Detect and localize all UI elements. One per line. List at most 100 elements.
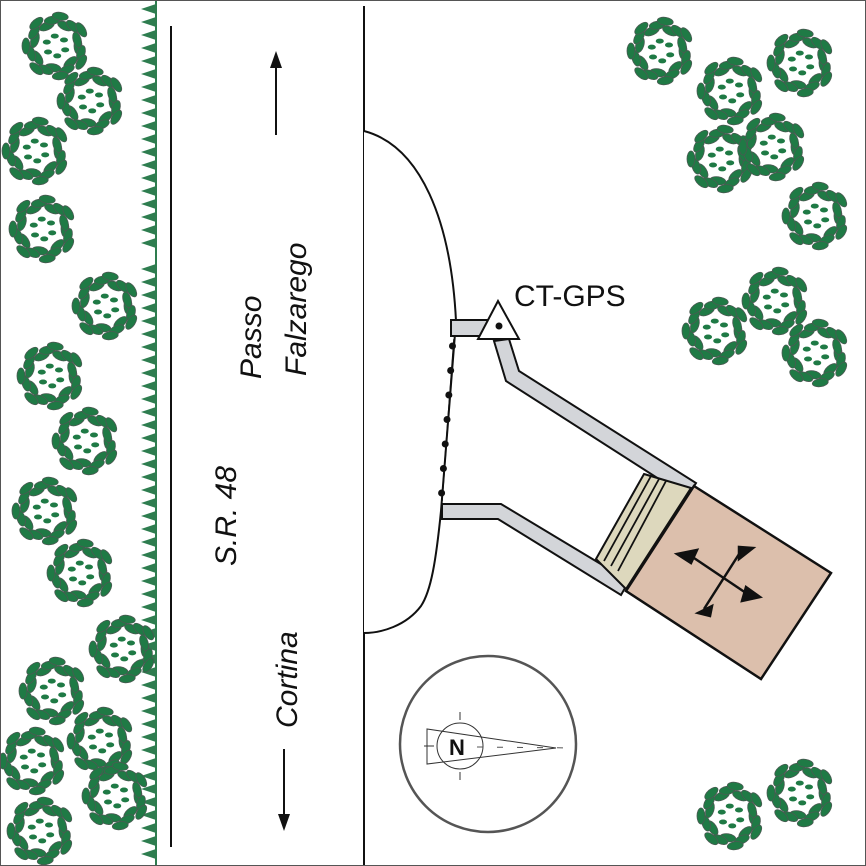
- label-road-name: S.R. 48: [210, 466, 243, 566]
- grass-tuft: [141, 667, 156, 677]
- tree-icon: [781, 181, 848, 251]
- grass-tuft: [141, 329, 156, 339]
- grass-tuft: [141, 784, 156, 794]
- tree-icon: [781, 318, 848, 388]
- tree-icon: [738, 112, 805, 182]
- tree-icon: [741, 266, 808, 336]
- tree-icon: [56, 66, 123, 136]
- tree-icon: [766, 28, 833, 98]
- grass-tuft: [141, 160, 156, 170]
- grass-tuft: [141, 849, 156, 859]
- grass-tuft: [141, 264, 156, 274]
- grass-tuft: [141, 563, 156, 573]
- tree-icon: [626, 16, 693, 86]
- grass-tuft: [141, 212, 156, 222]
- grass-tuft: [141, 303, 156, 313]
- grass-tuft: [141, 771, 156, 781]
- grass-tuft: [141, 108, 156, 118]
- grass-tuft: [141, 121, 156, 131]
- grass-tuft: [141, 355, 156, 365]
- grass-tuft: [141, 485, 156, 495]
- grass-tuft: [141, 277, 156, 287]
- grass-tuft: [141, 316, 156, 326]
- grass-tuft: [141, 446, 156, 456]
- grass-tuft: [141, 147, 156, 157]
- grass-tuft: [141, 706, 156, 716]
- gps-station-marker: [476, 298, 521, 340]
- grass-tuft: [141, 511, 156, 521]
- grass-tuft: [141, 745, 156, 755]
- tree-icon: [766, 758, 833, 828]
- grass-tuft: [141, 56, 156, 66]
- grass-tuft: [141, 459, 156, 469]
- grass-tuft: [141, 225, 156, 235]
- grass-tuft: [141, 498, 156, 508]
- church-cross-icon: [673, 545, 764, 618]
- arrow-up-icon: [270, 51, 282, 135]
- gps-station-label: CT-GPS: [514, 280, 626, 313]
- parking-area: [363, 130, 458, 634]
- compass: N: [398, 654, 578, 834]
- grass-tuft: [141, 30, 156, 40]
- arrow-down-icon: [278, 749, 290, 831]
- grass-tuft: [141, 420, 156, 430]
- grass-tuft: [141, 550, 156, 560]
- tree-icon: [686, 124, 753, 194]
- label-cortina: Cortina: [271, 631, 304, 728]
- grass-tuft: [141, 472, 156, 482]
- grass-verge: [141, 1, 157, 865]
- grass-tuft: [141, 602, 156, 612]
- grass-tuft: [141, 394, 156, 404]
- trees: [1, 11, 848, 865]
- grass-tuft: [141, 95, 156, 105]
- entrance-steps: [603, 475, 667, 572]
- grass-tuft: [141, 433, 156, 443]
- grass-tuft: [141, 836, 156, 846]
- grass-tuft: [141, 381, 156, 391]
- tree-icon: [81, 761, 148, 831]
- tree-icon: [696, 781, 763, 851]
- grass-tuft: [141, 680, 156, 690]
- grass-tuft: [141, 810, 156, 820]
- grass-tuft: [141, 342, 156, 352]
- grass-tuft: [141, 524, 156, 534]
- grass-tuft: [141, 82, 156, 92]
- grass-tuft: [141, 290, 156, 300]
- tree-icon: [21, 11, 88, 81]
- grass-tuft: [141, 732, 156, 742]
- grass-tuft: [141, 368, 156, 378]
- grass-tuft: [141, 719, 156, 729]
- grass-tuft: [141, 693, 156, 703]
- tree-icon: [51, 406, 118, 476]
- label-falzarego: Falzarego: [280, 243, 313, 376]
- grass-tuft: [141, 43, 156, 53]
- tree-icon: [88, 614, 155, 684]
- building-entrance: [594, 472, 693, 591]
- tree-icon: [8, 194, 75, 264]
- grass-tuft: [141, 173, 156, 183]
- fence-dots: [438, 338, 456, 502]
- grass-tuft: [141, 615, 156, 625]
- tree-icon: [681, 296, 748, 366]
- grass-tuft: [141, 407, 156, 417]
- tree-icon: [696, 56, 763, 126]
- tree-icon: [46, 538, 113, 608]
- path-upper: [492, 337, 698, 499]
- tree-icon: [11, 476, 78, 546]
- grass-tuft: [141, 17, 156, 27]
- grass-tuft: [141, 576, 156, 586]
- tree-icon: [16, 341, 83, 411]
- grass-tuft: [141, 4, 156, 14]
- compass-north-label: N: [449, 735, 465, 760]
- grass-tuft: [141, 797, 156, 807]
- tree-icon: [18, 656, 85, 726]
- grass-tuft: [141, 823, 156, 833]
- grass-tuft: [141, 186, 156, 196]
- grass-tuft: [141, 238, 156, 248]
- label-passo: Passo: [235, 296, 268, 379]
- grass-tuft: [141, 758, 156, 768]
- tree-icon: [1, 726, 65, 796]
- building: [594, 472, 833, 681]
